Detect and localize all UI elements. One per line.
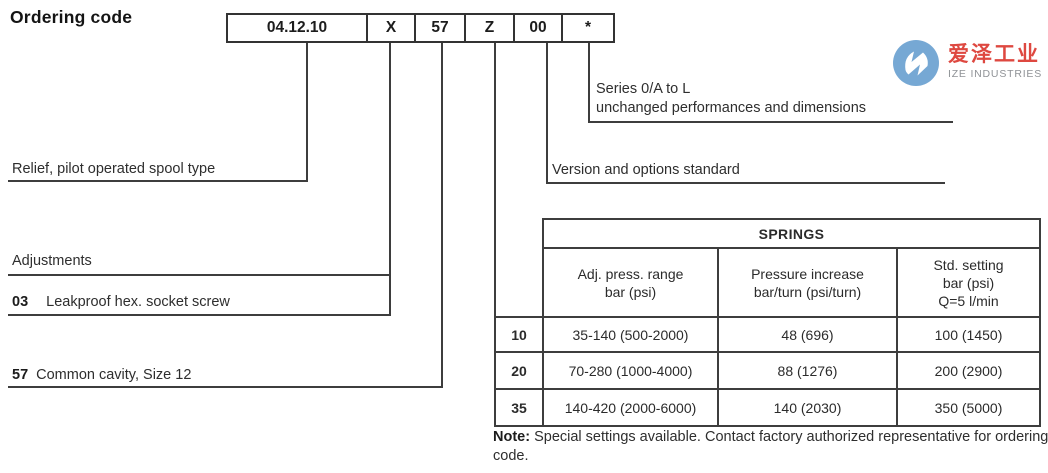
underline-adjustment-03 — [8, 314, 391, 316]
increase-cell: 48 (696) — [717, 316, 898, 353]
underline-relief — [8, 180, 308, 182]
setting-cell: 350 (5000) — [896, 388, 1041, 427]
connector-line-relief — [306, 43, 308, 182]
increase-cell: 140 (2030) — [717, 388, 898, 427]
table-row: 20 70-280 (1000-4000) 88 (1276) 200 (290… — [494, 351, 1041, 390]
table-row: 10 35-140 (500-2000) 48 (696) 100 (1450) — [494, 316, 1041, 353]
underline-adjustments — [8, 274, 391, 276]
logo-english-name: IZE INDUSTRIES — [948, 68, 1043, 80]
relief-label: Relief, pilot operated spool type — [12, 161, 216, 177]
connector-line-cavity — [441, 43, 443, 388]
connector-line-series — [588, 43, 590, 123]
code-segment-adjust: X — [368, 15, 416, 41]
spring-code-cell: 20 — [494, 351, 544, 390]
series-label-line2: unchanged performances and dimensions — [596, 100, 867, 116]
code-segment-cavity: 57 — [416, 15, 466, 41]
connector-line-version — [546, 43, 548, 184]
increase-cell: 88 (1276) — [717, 351, 898, 390]
spring-code-cell: 10 — [494, 316, 544, 353]
setting-cell: 200 (2900) — [896, 351, 1041, 390]
series-label-line1: Series 0/A to L — [596, 81, 691, 97]
springs-table-title: SPRINGS — [542, 218, 1041, 249]
note-text: Note: Special settings available. Contac… — [493, 428, 1048, 465]
underline-series — [588, 121, 953, 123]
range-cell: 35-140 (500-2000) — [542, 316, 719, 353]
adjustment-03-row: 03 Leakproof hex. socket screw — [12, 294, 230, 310]
cavity-label: Common cavity, Size 12 — [36, 367, 192, 383]
logo-text-block: 爱泽工业 IZE INDUSTRIES — [948, 40, 1042, 81]
logo-chinese-name: 爱泽工业 — [948, 43, 1040, 66]
connector-line-springs — [494, 43, 496, 318]
code-segment-spring: Z — [466, 15, 515, 41]
connector-line-adjustments — [389, 43, 391, 315]
table-spacer-cell — [495, 219, 543, 248]
adjustment-code: 03 — [12, 294, 29, 310]
note-body: Special settings available. Contact fact… — [493, 429, 1048, 464]
version-label: Version and options standard — [552, 162, 740, 178]
code-segment-version: 00 — [515, 15, 563, 41]
springs-table: SPRINGS Adj. press. range bar (psi) Pres… — [494, 218, 1041, 427]
adjustments-label: Adjustments — [12, 253, 92, 269]
ordering-code-box: 04.12.10 X 57 Z 00 * — [226, 13, 615, 43]
range-cell: 70-280 (1000-4000) — [542, 351, 719, 390]
code-segment-series: * — [584, 19, 592, 36]
underline-cavity-57 — [8, 386, 443, 388]
ize-logo-icon — [893, 40, 939, 86]
cavity-57-row: 57 Common cavity, Size 12 — [12, 367, 191, 383]
table-spacer-cell — [495, 248, 543, 317]
page-title: Ordering code — [10, 7, 133, 27]
code-segment-model: 04.12.10 — [228, 15, 368, 41]
cavity-code: 57 — [12, 367, 29, 383]
ize-industries-logo: 爱泽工业 IZE INDUSTRIES — [893, 40, 1042, 86]
col-header-press-range: Adj. press. range bar (psi) — [542, 247, 719, 318]
spring-code-cell: 35 — [494, 388, 544, 427]
range-cell: 140-420 (2000-6000) — [542, 388, 719, 427]
table-row: 35 140-420 (2000-6000) 140 (2030) 350 (5… — [494, 388, 1041, 427]
note-label: Note: — [493, 429, 531, 445]
col-header-std-setting: Std. setting bar (psi) Q=5 l/min — [896, 247, 1041, 318]
adjustment-label: Leakproof hex. socket screw — [46, 294, 230, 310]
col-header-pressure-increase: Pressure increase bar/turn (psi/turn) — [717, 247, 898, 318]
underline-version — [546, 182, 945, 184]
setting-cell: 100 (1450) — [896, 316, 1041, 353]
